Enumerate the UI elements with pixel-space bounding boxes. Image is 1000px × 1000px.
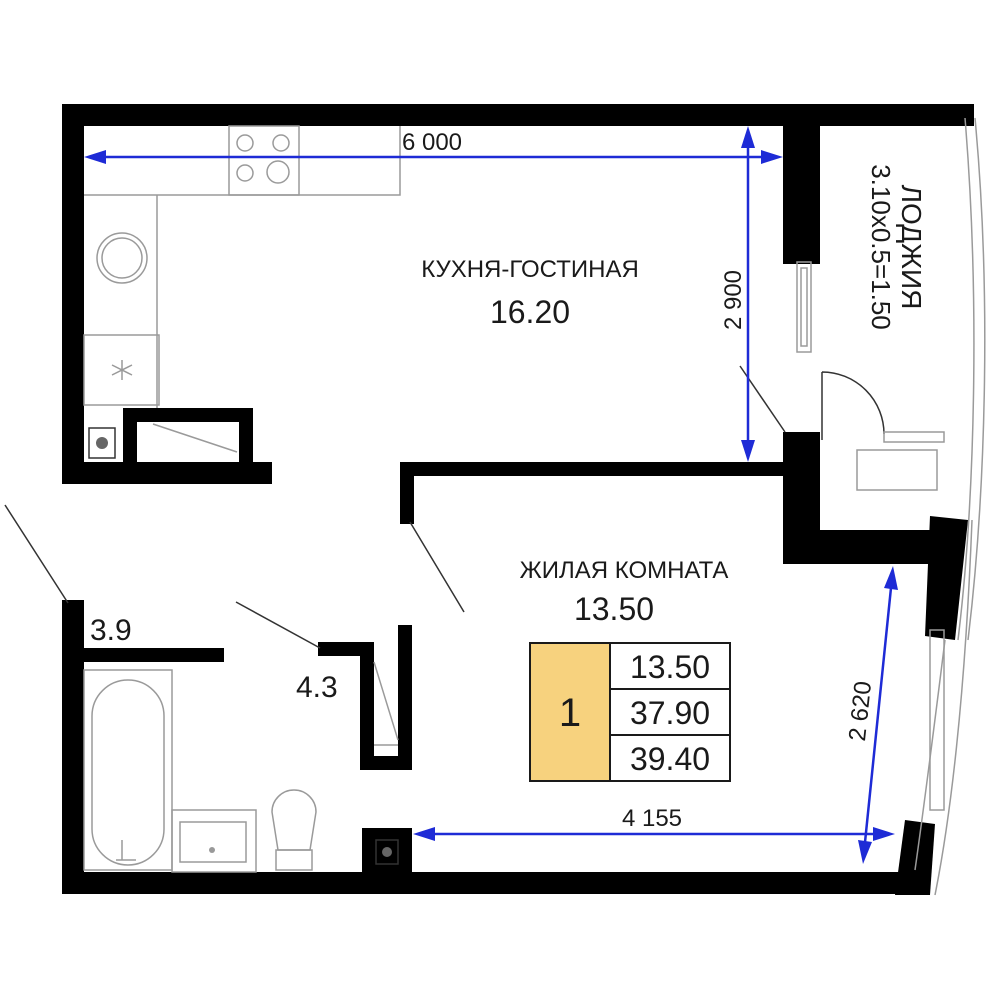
kitchen-living-name: КУХНЯ-ГОСТИНАЯ <box>421 256 639 283</box>
labels: 6 000 2 900 2 620 4 155 КУХНЯ-ГОСТИНАЯ 1… <box>90 129 927 832</box>
dim-kitchen-height-label: 2 900 <box>720 270 747 330</box>
wall-closet-right <box>398 625 412 770</box>
wall-top <box>62 104 974 126</box>
wall-niche-left <box>123 408 137 468</box>
living-room-name: ЖИЛАЯ КОМНАТА <box>520 557 729 584</box>
loggia-formula: 3.10x0.5=1.50 <box>866 164 896 330</box>
wall-room-stub <box>400 462 414 524</box>
wall-left-upper <box>62 104 84 484</box>
hall-area: 4.3 <box>296 671 338 704</box>
wall-closet-left <box>360 642 374 770</box>
wall-niche-right <box>239 408 253 468</box>
washbasin-icon <box>171 809 257 873</box>
wall-kitchen-bottom <box>62 462 272 484</box>
dim-room-width-label: 4 155 <box>622 805 682 832</box>
wall-room-right-pier <box>925 516 968 640</box>
loggia-name: ЛОДЖИЯ <box>896 185 927 310</box>
wall-kitchen-niche <box>123 408 253 422</box>
bath-vent-icon <box>375 839 399 865</box>
living-room-area: 13.50 <box>574 591 654 627</box>
bathroom-area: 3.9 <box>90 614 132 647</box>
rooms-count: 1 <box>559 691 581 735</box>
wall-left-lower <box>62 600 84 894</box>
dimension-lines <box>84 126 898 864</box>
total-area-value: 37.90 <box>630 695 710 731</box>
wall-loggia-upper <box>783 104 820 264</box>
dim-room-height <box>862 577 894 853</box>
bathroom-fixtures <box>83 661 399 873</box>
wall-room-top <box>400 462 800 476</box>
kitchen-fixtures <box>83 125 401 459</box>
dim-room-height-label: 2 620 <box>844 680 877 743</box>
door-lines <box>4 365 786 649</box>
loggia-glazing <box>796 117 986 896</box>
fridge-icon <box>83 334 160 406</box>
wall-hall-stub <box>318 642 368 656</box>
walls <box>62 104 974 895</box>
wall-bath-pier <box>362 828 412 894</box>
wall-closet-bottom <box>360 756 412 770</box>
wall-bottom <box>62 872 902 894</box>
summary-table: 1 13.50 37.90 39.40 <box>529 642 731 782</box>
kitchen-living-area: 16.20 <box>490 294 570 330</box>
dim-top-width-label: 6 000 <box>402 129 462 156</box>
stove-icon <box>228 125 300 196</box>
living-area-value: 13.50 <box>630 649 710 685</box>
vent-icon <box>88 427 116 459</box>
total-with-loggia-value: 39.40 <box>630 741 710 777</box>
rooms-count-badge <box>530 643 610 781</box>
wall-room-right-bottom <box>895 820 935 895</box>
sink-icon <box>96 232 148 284</box>
toilet-icon <box>271 789 317 851</box>
bathtub-icon <box>83 669 173 871</box>
wall-bath-top <box>62 648 224 662</box>
